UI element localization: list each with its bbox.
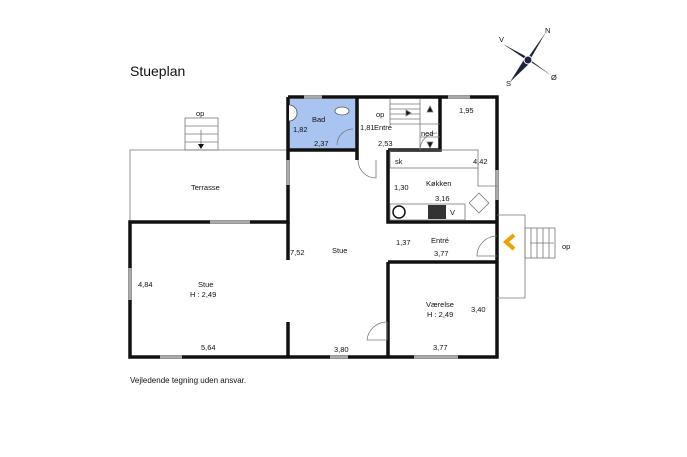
entre-length: 3,77 <box>434 249 449 258</box>
stue2-length: 5,64 <box>201 343 216 352</box>
entrance-stairs <box>497 214 556 299</box>
stue-label: Stue <box>332 246 347 255</box>
disclaimer: Vejledende tegning uden ansvar. <box>130 376 247 385</box>
kitchen-sk: sk <box>395 157 403 166</box>
stue2-label: Stue <box>198 280 213 289</box>
terrace-stairs <box>184 117 219 151</box>
kitchen-width: 1,30 <box>394 183 409 192</box>
compass-n: N <box>545 26 550 35</box>
inner-stairs <box>389 99 440 150</box>
kitchen-d2: 4,42 <box>473 157 488 166</box>
compass-icon: N V S Ø <box>499 26 557 88</box>
entre-top-width: 1,81 <box>360 123 375 132</box>
entrance-op: op <box>562 242 570 251</box>
stue-length: 3,80 <box>334 345 349 354</box>
kitchen-v: V <box>450 208 455 217</box>
compass-s: S <box>506 79 511 88</box>
entre-label: Entré <box>431 236 449 245</box>
terrace-outline <box>129 149 288 222</box>
entre-top-length: 2,53 <box>378 139 393 148</box>
entre-op: op <box>376 110 384 119</box>
page-title: Stueplan <box>130 63 186 79</box>
entre-top-label: Entré <box>374 123 392 132</box>
stairs-ned: ned <box>421 129 434 138</box>
vaerelse-label: Værelse <box>426 300 454 309</box>
vaerelse-width: 3,40 <box>471 305 486 314</box>
stove-icon <box>392 205 406 219</box>
hob-icon <box>428 205 446 219</box>
kitchen-d1: 1,95 <box>459 106 474 115</box>
stue2-height: H : 2,49 <box>190 290 216 299</box>
entrance-arrow-icon <box>502 233 516 251</box>
bad-length: 2,37 <box>314 139 329 148</box>
kitchen-counter <box>389 149 497 221</box>
terrace-op: op <box>196 109 204 118</box>
bad-label: Bad <box>312 115 325 124</box>
compass-v: V <box>499 35 504 44</box>
stue-width: 7,52 <box>290 248 305 257</box>
vaerelse-height: H : 2,49 <box>427 310 453 319</box>
terrace-label: Terrasse <box>191 183 220 192</box>
toilet-icon <box>334 106 350 116</box>
compass-o: Ø <box>551 73 557 82</box>
entre-width: 1,37 <box>396 238 411 247</box>
kitchen-length: 3,16 <box>435 194 450 203</box>
vaerelse-length: 3,77 <box>433 343 448 352</box>
stue2-width: 4,84 <box>138 280 153 289</box>
sink-icon <box>468 192 490 214</box>
bad-width: 1,82 <box>293 125 308 134</box>
sink-bath-icon <box>288 104 298 122</box>
windows <box>128 95 499 359</box>
kitchen-label: Køkken <box>426 179 451 188</box>
